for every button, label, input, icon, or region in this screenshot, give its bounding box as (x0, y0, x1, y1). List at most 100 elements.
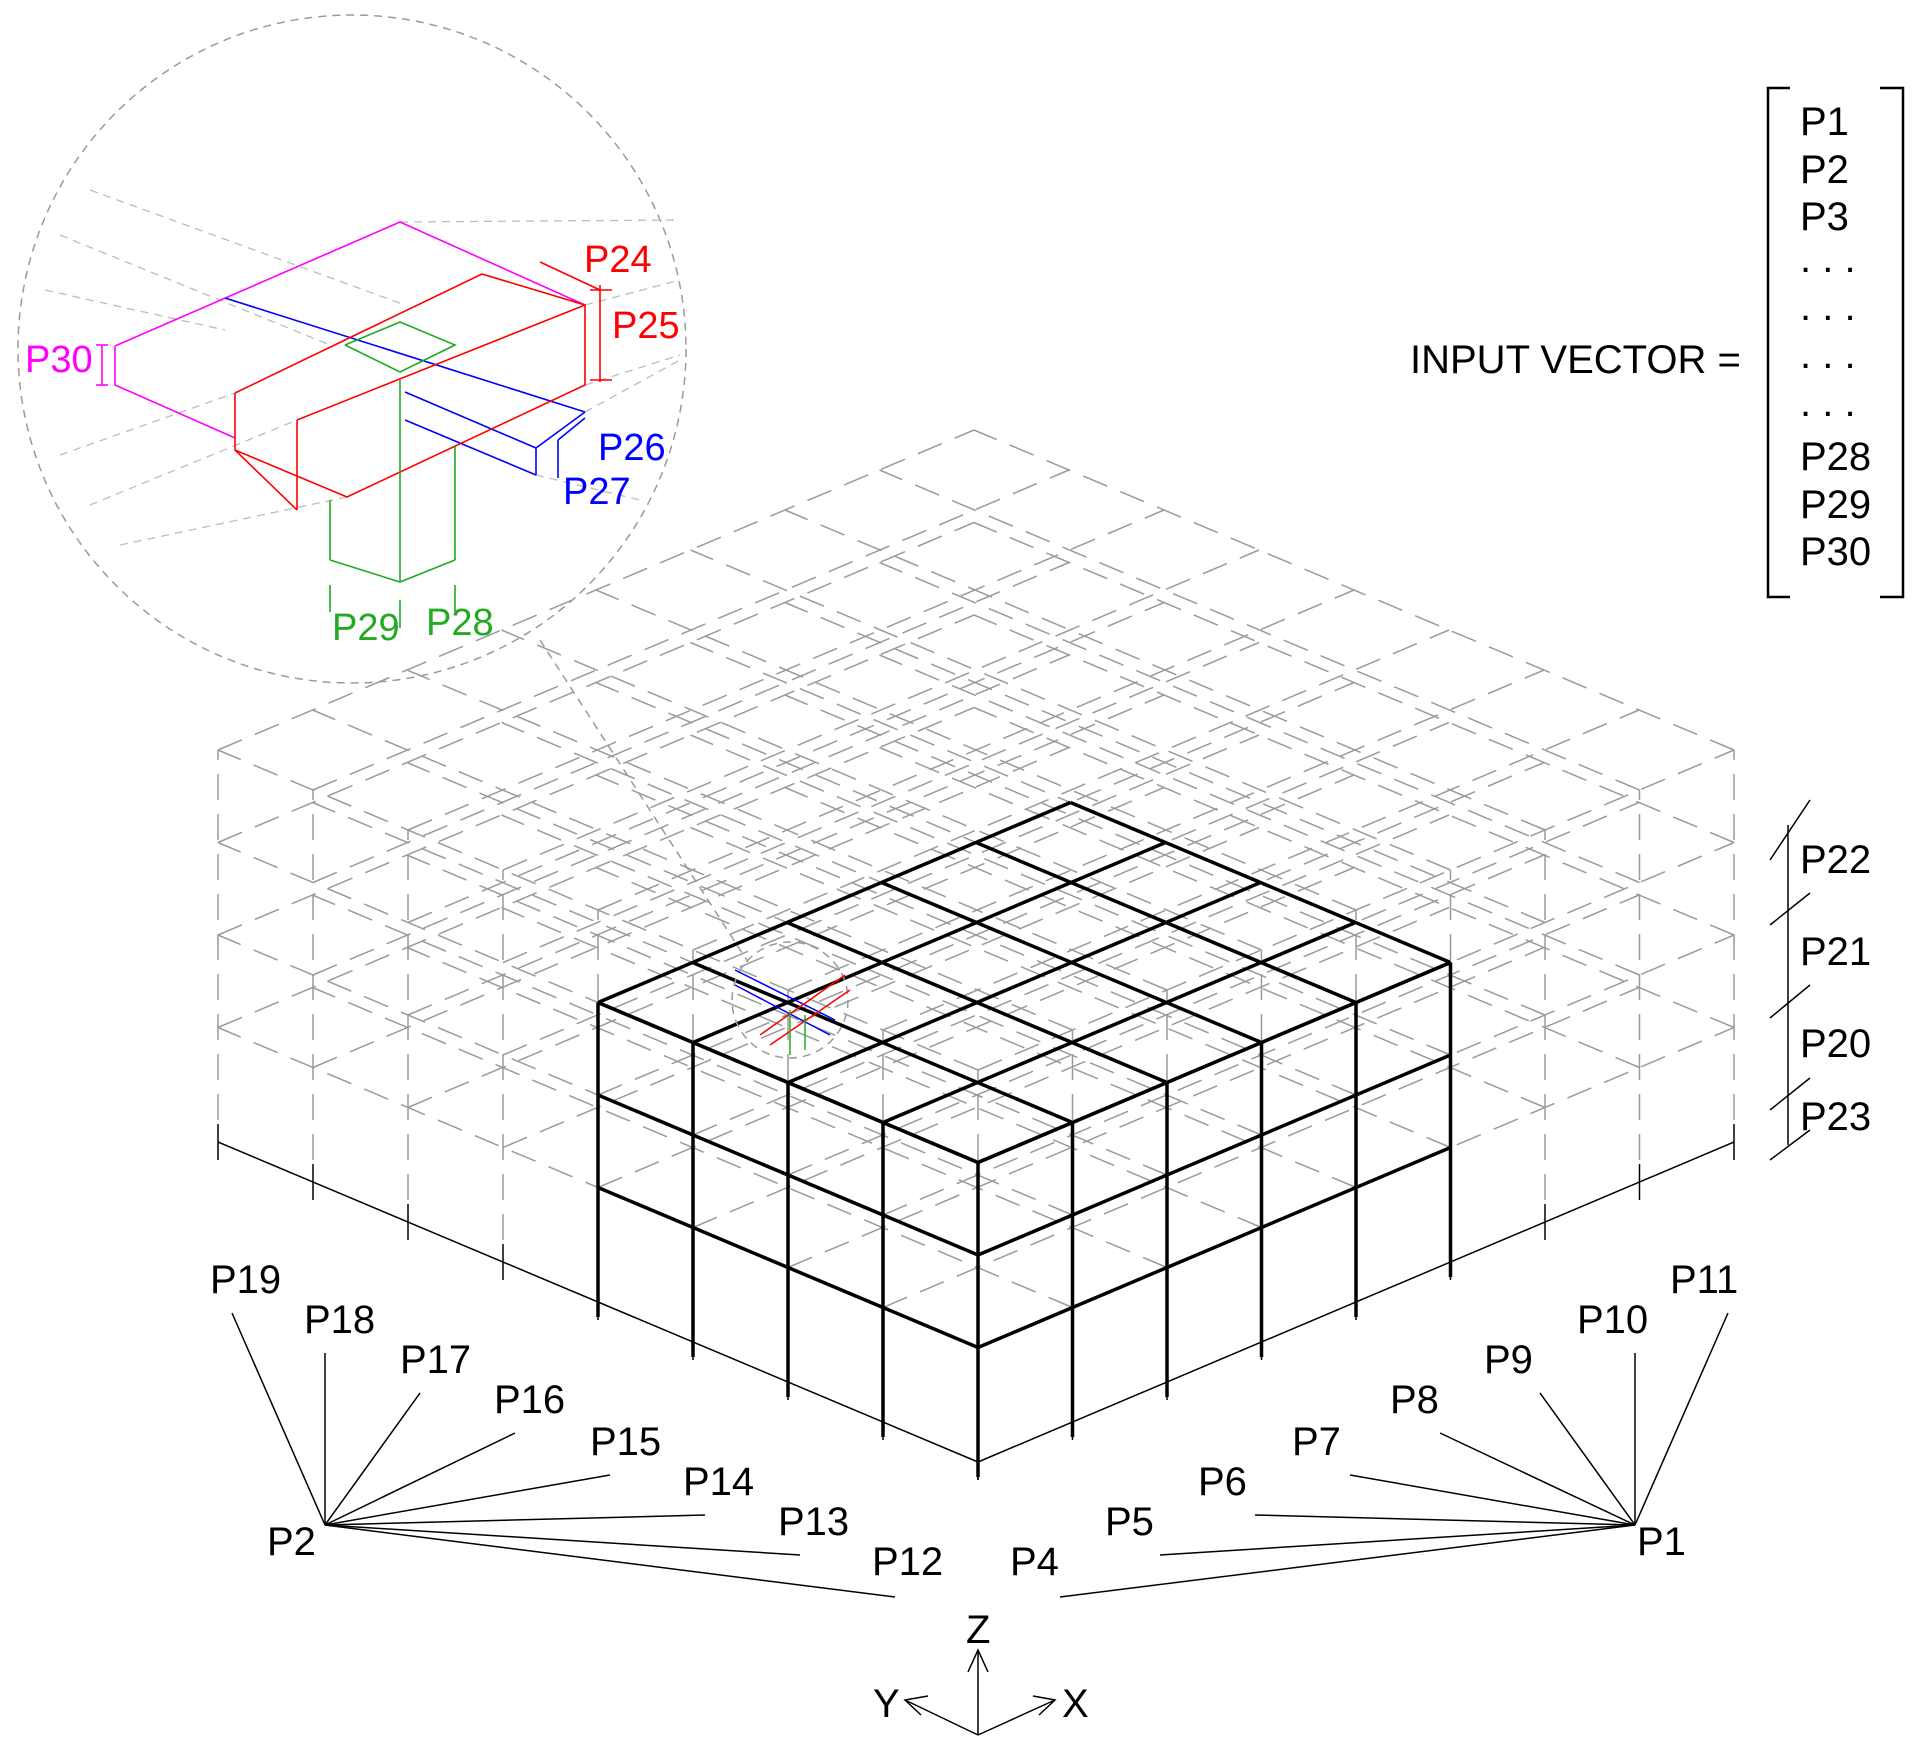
label-p29: P29 (332, 607, 400, 649)
detail-circle (17, 14, 687, 684)
label-p13: P13 (778, 1500, 849, 1544)
frame-roof-beam-x (597, 800, 1072, 1005)
fan-line-p2 (231, 1312, 326, 1526)
detail-callout (539, 639, 851, 1059)
label-p5: P5 (1105, 1500, 1154, 1544)
fan-line-p1 (1159, 1524, 1636, 1556)
label-p2: P2 (267, 1520, 316, 1564)
input-vector-entry: . . . (1800, 237, 1856, 281)
fan-line-p1 (1059, 1524, 1636, 1598)
beam-y (224, 297, 586, 476)
storey-labels: P22 P21 P20 P23 (1800, 838, 1871, 1139)
input-vector-label: INPUT VECTOR = (1410, 338, 1741, 382)
fan-line-p2 (324, 1392, 421, 1526)
input-vector-entry: . . . (1800, 333, 1856, 377)
envelope-beam-y (406, 669, 1168, 991)
envelope-beam-x (692, 814, 1450, 1136)
label-p16: P16 (494, 1378, 565, 1422)
frame-beam-x (977, 1145, 1452, 1350)
input-vector-entry: P29 (1800, 483, 1871, 527)
envelope-beam-y (784, 601, 1546, 924)
storey-dimension-tick (1769, 892, 1811, 926)
detail-guide (89, 419, 298, 506)
fan-line-p2 (324, 1432, 516, 1526)
label-p23: P23 (1800, 1095, 1871, 1139)
label-p30: P30 (25, 339, 93, 381)
label-p25: P25 (612, 305, 680, 347)
axis-label-y: Y (873, 1682, 900, 1726)
input-vector-entry: P30 (1800, 530, 1871, 574)
detail-guide (535, 474, 641, 501)
label-p7: P7 (1292, 1420, 1341, 1464)
envelope-beam-y (784, 786, 1546, 1109)
frame-roof-beam-x (882, 920, 1357, 1125)
envelope-beam-y (406, 854, 1168, 1176)
label-p28: P28 (426, 602, 494, 644)
label-p22: P22 (1800, 838, 1871, 882)
label-p8: P8 (1390, 1378, 1439, 1422)
envelope-beam-y (879, 561, 1640, 884)
envelope-beam-y (879, 469, 1640, 791)
building-frame (596, 800, 1453, 1477)
input-vector-entry: P2 (1800, 148, 1849, 192)
slab-outline (114, 221, 586, 439)
envelope-beam-y (595, 774, 1357, 1096)
frame-roof-beam-x (977, 960, 1452, 1165)
input-vector-entry: P3 (1800, 195, 1849, 239)
detail-guide (584, 359, 681, 413)
frame-roof-beam-y (880, 880, 1263, 1045)
frame-roof-beam-x (787, 880, 1262, 1085)
y-dimension-labels: P12 P13 P14 P15 P16 P17 P18 P19 P2 (210, 1258, 943, 1584)
detail-guide (59, 234, 331, 346)
frame-roof-beam-y (786, 920, 1168, 1085)
envelope-beam-y (501, 629, 1262, 951)
envelope-beam-y (973, 614, 1735, 936)
label-p26: P26 (598, 427, 666, 469)
label-p14: P14 (683, 1460, 754, 1504)
detail-guide (44, 289, 226, 331)
envelope-beam-y (501, 814, 1262, 1136)
label-p12: P12 (872, 1540, 943, 1584)
frame-beam-x (977, 1053, 1452, 1257)
label-p15: P15 (590, 1420, 661, 1464)
envelope-beam-y (973, 521, 1735, 844)
envelope-beam-y (501, 906, 1262, 1229)
x-dimension-labels: P4 P5 P6 P7 P8 P9 P10 P11 P1 (1010, 1258, 1738, 1584)
envelope-beam-y (784, 694, 1546, 1016)
detail-marker-mini-joint (734, 969, 851, 1055)
column (329, 321, 457, 583)
fan-line-p2 (324, 1524, 896, 1598)
fan-line-p1 (1349, 1474, 1636, 1526)
label-p24: P24 (584, 239, 652, 281)
detail-guide (584, 279, 681, 306)
envelope-beam-x (502, 549, 1260, 871)
envelope-beam-x (502, 826, 1260, 1149)
fan-line-p1 (1539, 1392, 1636, 1526)
storey-dimension-tick (1769, 799, 1811, 861)
label-p6: P6 (1198, 1460, 1247, 1504)
label-p1: P1 (1637, 1520, 1686, 1564)
frame-roof-beam-x (692, 840, 1167, 1045)
label-p27: P27 (563, 471, 631, 513)
envelope-beam-y (784, 509, 1546, 831)
label-p10: P10 (1577, 1298, 1648, 1342)
label-p11: P11 (1670, 1258, 1738, 1302)
envelope-beam-y (690, 734, 1451, 1056)
envelope-beam-x (502, 734, 1260, 1056)
fan-line-p2 (324, 1474, 611, 1526)
storey-dimension-tick (1769, 1077, 1811, 1111)
detail-guide (399, 219, 681, 223)
fan-line-p1 (1439, 1432, 1636, 1526)
envelope-beam-y (312, 709, 1073, 1031)
label-p9: P9 (1484, 1338, 1533, 1382)
input-vector-entry: P1 (1800, 100, 1849, 144)
detail-guide-lines (44, 189, 681, 546)
label-p21: P21 (1800, 930, 1871, 974)
envelope-beam-y (595, 866, 1357, 1189)
detail-guide (59, 392, 236, 456)
axis-triad (903, 1648, 1057, 1736)
axis-label-x: X (1062, 1682, 1089, 1726)
